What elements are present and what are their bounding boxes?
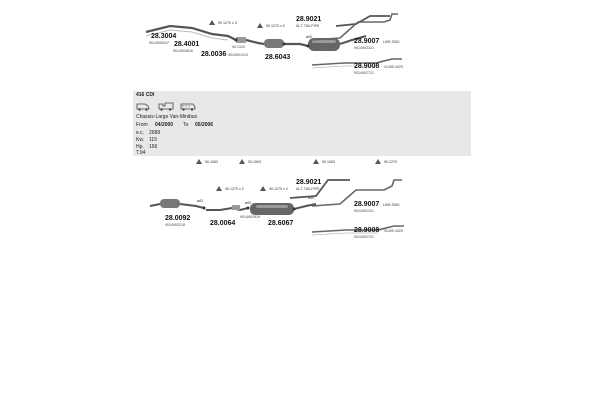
part-number: 28.3004 — [151, 33, 177, 40]
part-note: XLWB 4025 — [384, 65, 403, 69]
part-oe-number: 9014901210 — [228, 53, 248, 57]
part-oe-number: 9014902721 — [354, 71, 374, 75]
to-label: To — [183, 122, 189, 128]
part-number: 28.0092 — [165, 215, 191, 222]
part-number: 28.9007 — [354, 201, 380, 208]
kit-label: 90.1063 — [205, 160, 218, 164]
from-label: From — [136, 122, 148, 128]
kit-label: 90.1270 x 2 — [269, 187, 288, 191]
to-date: 05/2006 — [195, 122, 214, 128]
pipe-diameter: ø50 — [308, 196, 315, 200]
minibus-icon — [180, 103, 196, 111]
vehicle-body-type: Chassis-Large Van-Minibus — [136, 114, 198, 120]
kit-label: 90.1270 x 3 — [218, 21, 237, 25]
pipe-diameter: ø63 — [197, 199, 204, 203]
spec-label: Kw. — [136, 137, 145, 143]
part-number: 28.9021 — [296, 16, 322, 23]
spec-label: e.c. — [136, 130, 145, 136]
part-oe-number: 9014902321 — [354, 46, 374, 50]
clamp-icon — [375, 159, 381, 164]
part-number: 28.9021 — [296, 179, 322, 186]
vehicle-info-panel: 416 CDI Chassis-Large Van-Minibus From 0… — [133, 91, 471, 156]
spec-value: 115 — [149, 137, 157, 143]
truck-icon — [158, 102, 174, 111]
pipe-diameter: ø50 — [306, 35, 313, 39]
part-number: 28.0036 — [201, 51, 227, 58]
pipe-diameter: ø60 — [245, 201, 252, 205]
kit-label: 90.1063 — [322, 160, 335, 164]
part-oe-number: 9014904616 — [173, 49, 193, 53]
part-number: 28.6043 — [265, 54, 291, 61]
part-note: ALT. TAILPIPE — [296, 187, 320, 191]
spec-label: Hp. — [136, 144, 144, 150]
part-number: 28.6067 — [268, 220, 294, 227]
part-note: ALT. TAILPIPE — [296, 24, 320, 28]
kit-label: 90.1270 x 2 — [225, 187, 244, 191]
clamp-icon — [257, 23, 263, 28]
spec-value: 156 — [149, 144, 158, 150]
kit-label: 90.1270 — [384, 160, 397, 164]
part-oe-number: 9014902721 — [354, 235, 374, 239]
part-oe-number: 9014902218 — [165, 223, 185, 227]
part-oe-number: 9014902321 — [354, 209, 374, 213]
clamp-icon — [209, 20, 215, 25]
clamp-icon — [313, 159, 319, 164]
kit-label: 90.1270 x 2 — [266, 24, 285, 28]
part-number: 28.4001 — [174, 41, 200, 48]
spec-value: 2688 — [149, 130, 161, 136]
clamp-icon — [239, 159, 245, 164]
part-note: LWB 3550 — [383, 203, 400, 207]
part-tag: 90.1310 — [232, 45, 245, 49]
clamp-icon — [260, 186, 266, 191]
part-number: 28.9008 — [354, 63, 380, 70]
kit-label: 90.1063 — [248, 160, 261, 164]
part-number: 28.9007 — [354, 38, 380, 45]
spec-label: T.94 — [136, 150, 146, 156]
clamp-icon — [196, 159, 202, 164]
from-date: 04/2000 — [155, 122, 174, 128]
part-note: LWB 3550 — [383, 40, 400, 44]
exhaust-pipes-drawing — [145, 13, 402, 69]
van-icon — [136, 103, 150, 111]
exhaust-pipes-drawing — [149, 179, 404, 236]
part-oe-number: 9014902619 — [240, 215, 260, 219]
vehicle-model: 416 CDI — [136, 92, 155, 98]
part-note: XLWB 4025 — [384, 229, 403, 233]
part-number: 28.9008 — [354, 227, 380, 234]
part-oe-number: 9014900047 — [149, 41, 169, 45]
clamp-icon — [216, 186, 222, 191]
part-number: 28.0064 — [210, 220, 236, 227]
